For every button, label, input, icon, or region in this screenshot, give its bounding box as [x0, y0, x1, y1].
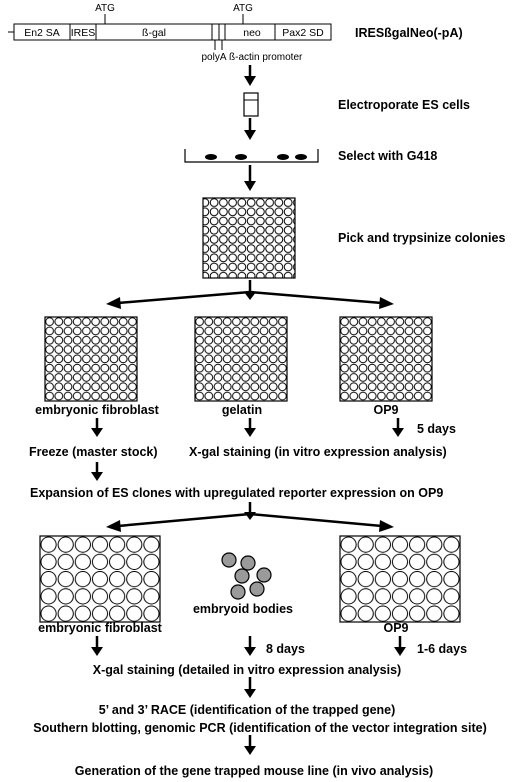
embryoid-body — [230, 584, 246, 600]
step-select: Select with G418 — [338, 149, 437, 163]
colony — [295, 154, 307, 160]
arrow-down — [244, 165, 256, 191]
duration-1-6-days: 1-6 days — [417, 642, 467, 656]
promoter-label: ß-actin promoter — [229, 52, 303, 63]
arrow-down — [244, 735, 256, 755]
arrow-down — [244, 65, 256, 86]
96-well-plate — [202, 197, 296, 279]
arrow-down — [244, 418, 256, 437]
segment-pax2sd — [274, 23, 332, 41]
electroporation-cuvette — [243, 92, 259, 117]
plate-op9 — [339, 316, 433, 402]
plate-label-op9-2: OP9 — [383, 621, 408, 635]
arrow-down — [244, 502, 256, 520]
step-freeze: Freeze (master stock) — [29, 445, 158, 459]
arrow-down — [91, 418, 103, 437]
step-xgal-detailed: X-gal staining (detailed in vitro expres… — [93, 663, 401, 677]
branch-split-2 — [106, 512, 394, 532]
arrow-down — [244, 118, 256, 140]
embryoid-bodies-cluster — [221, 552, 272, 600]
plate-op9-2 — [339, 535, 461, 623]
step-generation: Generation of the gene trapped mouse lin… — [75, 764, 433, 778]
step-xgal: X-gal staining (in vitro expression anal… — [189, 445, 447, 459]
arrow-down — [394, 636, 406, 656]
step-southern: Southern blotting, genomic PCR (identifi… — [33, 721, 486, 735]
plate-label-fibroblast: embryonic fibroblast — [35, 403, 159, 417]
plate-gelatin — [194, 316, 288, 402]
plate-embryonic-fibroblast — [44, 316, 138, 402]
vector-construct: En2 SA IRES ß-gal neo Pax2 SD ATG ATG po… — [8, 3, 463, 63]
step-race: 5’ and 3’ RACE (identification of the tr… — [99, 703, 396, 717]
colony — [277, 154, 289, 160]
label-embryoid-bodies: embryoid bodies — [193, 602, 293, 616]
segment-ires-label: IRES — [71, 27, 96, 39]
embryoid-body — [234, 568, 250, 584]
plate-label-gelatin: gelatin — [222, 403, 262, 417]
arrow-down — [244, 677, 256, 698]
segment-promoter — [218, 23, 226, 41]
colony — [235, 154, 247, 160]
duration-5-days: 5 days — [417, 422, 456, 436]
atg-label-bgal: ATG — [95, 3, 115, 14]
segment-en2sa-label: En2 SA — [24, 27, 60, 39]
branch-split-1 — [106, 290, 394, 309]
step-electroporate: Electroporate ES cells — [338, 98, 470, 112]
arrow-down — [244, 280, 256, 300]
construct-name: IRESßgalNeo(-pA) — [355, 26, 463, 40]
segment-pax2sd-label: Pax2 SD — [282, 27, 324, 39]
segment-bgal-label: ß-gal — [142, 27, 166, 39]
embryoid-body — [221, 552, 237, 568]
plate-label-op9: OP9 — [373, 403, 398, 417]
polya-label: polyA — [201, 52, 226, 63]
embryoid-body — [249, 581, 265, 597]
segment-neo-label: neo — [243, 27, 261, 39]
selection-dish — [184, 149, 319, 163]
plate-label-fibroblast-2: embryonic fibroblast — [38, 621, 162, 635]
arrow-down — [244, 636, 256, 656]
colony — [205, 154, 217, 160]
step-pick: Pick and trypsinize colonies — [338, 231, 505, 245]
plate-embryonic-fibroblast-2 — [39, 535, 161, 623]
embryoid-body — [256, 567, 272, 583]
arrow-down — [392, 418, 404, 437]
segment-polya — [211, 23, 220, 41]
atg-label-neo: ATG — [233, 3, 253, 14]
duration-8-days: 8 days — [266, 642, 305, 656]
arrow-down — [91, 636, 103, 656]
step-expansion: Expansion of ES clones with upregulated … — [30, 486, 443, 500]
arrow-down — [91, 462, 103, 481]
embryoid-body — [240, 555, 256, 571]
